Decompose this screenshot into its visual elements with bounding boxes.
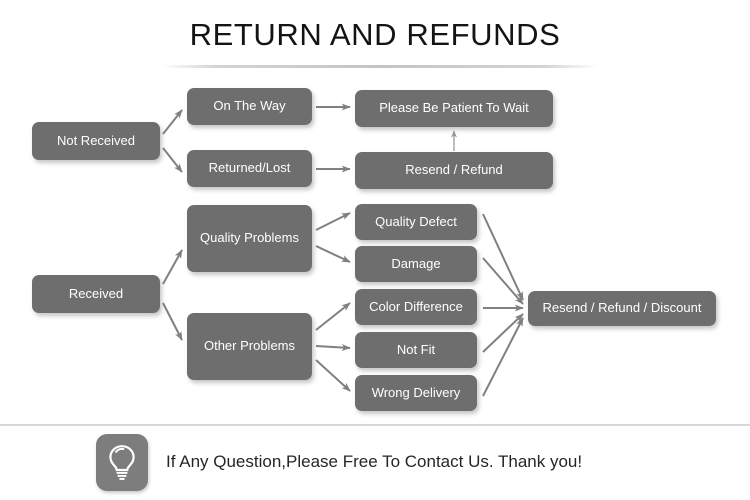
node-resend-refund-discount[interactable]: Resend / Refund / Discount [528, 291, 716, 326]
node-quality-defect[interactable]: Quality Defect [355, 204, 477, 240]
edge-received-quality-problems [162, 249, 183, 285]
node-resend-refund[interactable]: Resend / Refund [355, 152, 553, 189]
footer-message: If Any Question,Please Free To Contact U… [166, 452, 583, 471]
edge-wrong-delivery-final [482, 317, 524, 397]
page-title: RETURN AND REFUNDS [189, 17, 561, 52]
node-color-difference[interactable]: Color Difference [355, 289, 477, 325]
node-other-problems[interactable]: Other Problems [187, 313, 312, 380]
node-returned-lost[interactable]: Returned/Lost [187, 150, 312, 187]
node-please-be-patient-to-wait[interactable]: Please Be Patient To Wait [355, 90, 553, 127]
edge-other-problems-not-fit [315, 344, 351, 352]
node-not-fit[interactable]: Not Fit [355, 332, 477, 368]
edge-damage-final [482, 257, 524, 305]
node-wrong-delivery[interactable]: Wrong Delivery [355, 375, 477, 411]
edge-quality-problems-damage [315, 245, 351, 263]
edge-quality-defect-final [482, 213, 524, 301]
node-quality-problems[interactable]: Quality Problems [187, 205, 312, 272]
edge-not-fit-final [482, 313, 524, 353]
lightbulb-icon [96, 433, 148, 491]
edge-other-problems-color-difference [315, 302, 351, 331]
node-received[interactable]: Received [32, 275, 160, 313]
title-divider [162, 65, 598, 68]
node-not-received[interactable]: Not Received [32, 122, 160, 160]
edge-not-received-on-the-way [162, 109, 183, 135]
node-damage[interactable]: Damage [355, 246, 477, 282]
footer-contact-bar: If Any Question,Please Free To Contact U… [96, 433, 656, 491]
edge-received-other-problems [162, 302, 183, 341]
footer-divider [0, 424, 750, 426]
edge-other-problems-wrong-delivery [315, 359, 351, 392]
node-on-the-way[interactable]: On The Way [187, 88, 312, 125]
edge-not-received-returned-lost [162, 147, 183, 173]
edge-quality-problems-quality-defect [315, 212, 351, 231]
